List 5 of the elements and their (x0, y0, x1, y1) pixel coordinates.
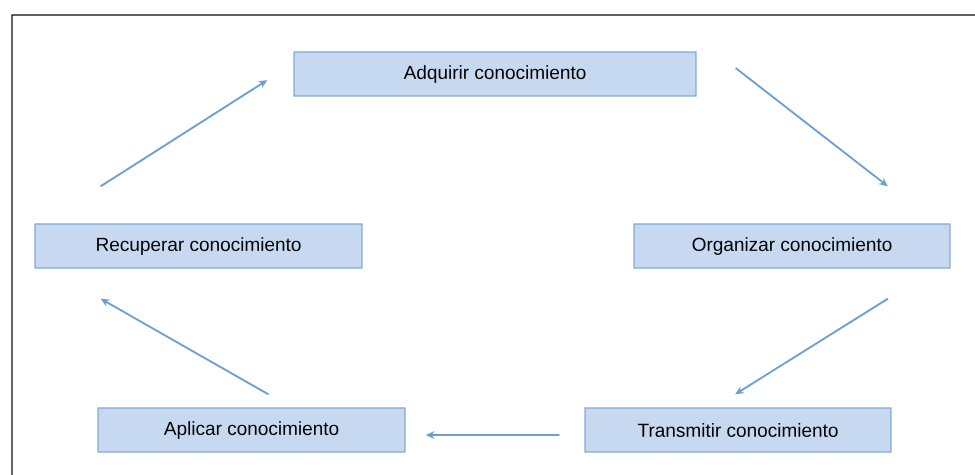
process-box: Aplicar conocimiento (97, 407, 406, 453)
process-box: Recuperar conocimiento (34, 223, 363, 269)
process-box: Adquirir conocimiento (293, 51, 697, 97)
process-box: Organizar conocimiento (633, 223, 951, 269)
process-box: Transmitir conocimiento (584, 407, 892, 453)
